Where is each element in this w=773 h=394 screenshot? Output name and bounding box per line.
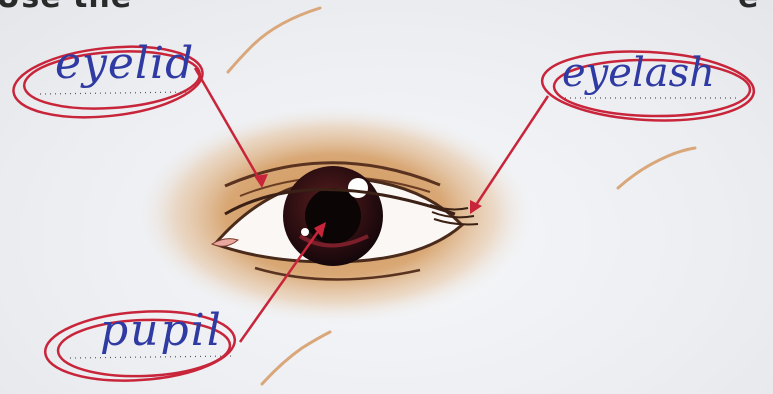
instruction-text-partial: Use the bbox=[0, 0, 132, 15]
pupil-dotted-line bbox=[70, 356, 235, 358]
highlight-big bbox=[348, 178, 368, 198]
tick-mark-2 bbox=[618, 148, 695, 188]
handwritten-label-eyelash: eyelash bbox=[562, 50, 715, 96]
handwritten-label-eyelid: eyelid bbox=[55, 38, 194, 89]
tick-mark-3 bbox=[262, 332, 330, 384]
instruction-text-partial-right: e bbox=[738, 0, 758, 15]
highlight-small bbox=[301, 228, 309, 236]
handwritten-label-pupil: pupil bbox=[100, 305, 223, 356]
eyelid-dotted-line bbox=[40, 92, 190, 94]
tick-mark-1 bbox=[228, 8, 320, 72]
